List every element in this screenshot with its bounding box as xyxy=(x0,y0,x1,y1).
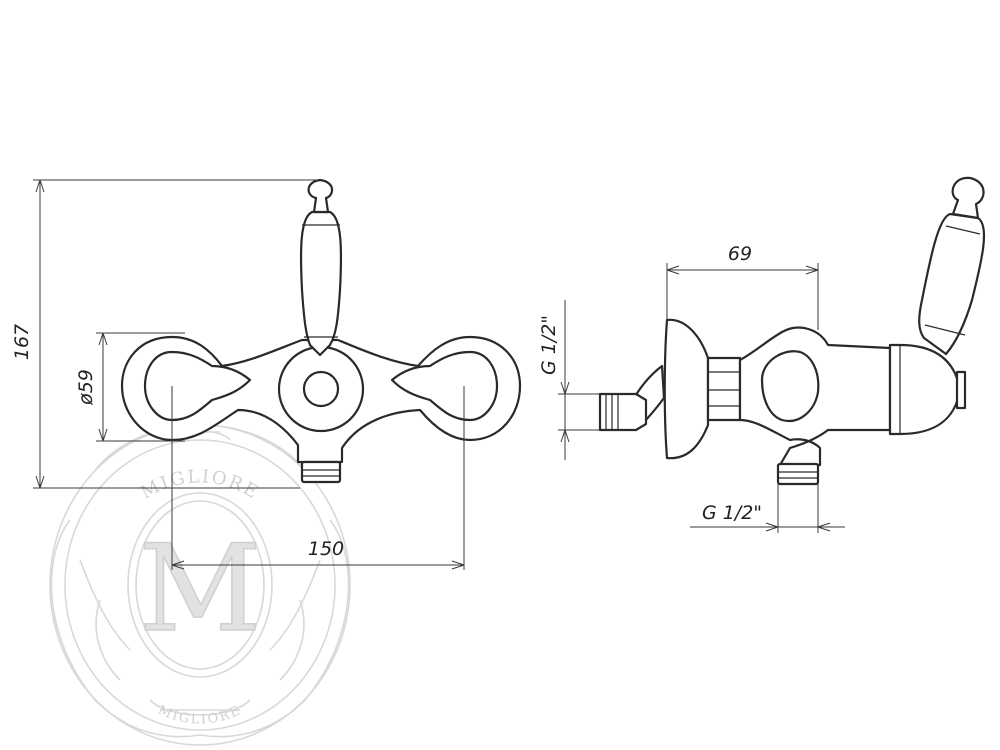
front-view xyxy=(120,178,522,484)
front-knob xyxy=(307,178,334,214)
dim-width-label: 150 xyxy=(308,538,344,560)
dim-diameter-label: ø59 xyxy=(75,369,97,406)
dim-height-label: 167 xyxy=(11,324,33,360)
front-dimensions: 167 ø59 150 xyxy=(11,179,465,570)
side-handle xyxy=(918,212,986,356)
side-hex-nut xyxy=(706,356,742,422)
side-valve-body xyxy=(738,326,892,467)
side-dimensions: 69 G 1/2" G 1/2" xyxy=(538,243,845,533)
front-center-hole xyxy=(302,370,340,408)
side-dome xyxy=(760,350,820,423)
dim-inlet-thread-label: G 1/2" xyxy=(538,315,560,375)
front-left-inner xyxy=(143,350,252,422)
side-knob xyxy=(951,176,985,220)
front-handle xyxy=(299,210,343,357)
front-right-inner xyxy=(390,350,499,422)
dim-depth-label: 69 xyxy=(728,243,752,265)
side-inlet-thread xyxy=(598,392,648,432)
watermark-brand-top: MIGLIORE xyxy=(137,466,263,504)
watermark-crest: M MIGLIORE MIGLIORE xyxy=(49,424,351,746)
front-outlet xyxy=(300,460,342,484)
watermark-brand-bottom: MIGLIORE xyxy=(156,703,245,728)
side-wall-flange xyxy=(663,318,710,460)
front-center-boss xyxy=(277,345,365,433)
watermark-monogram: M xyxy=(139,520,262,659)
dim-outlet-thread-label: G 1/2" xyxy=(702,502,762,524)
side-outlet xyxy=(776,462,820,486)
side-view xyxy=(598,176,986,486)
